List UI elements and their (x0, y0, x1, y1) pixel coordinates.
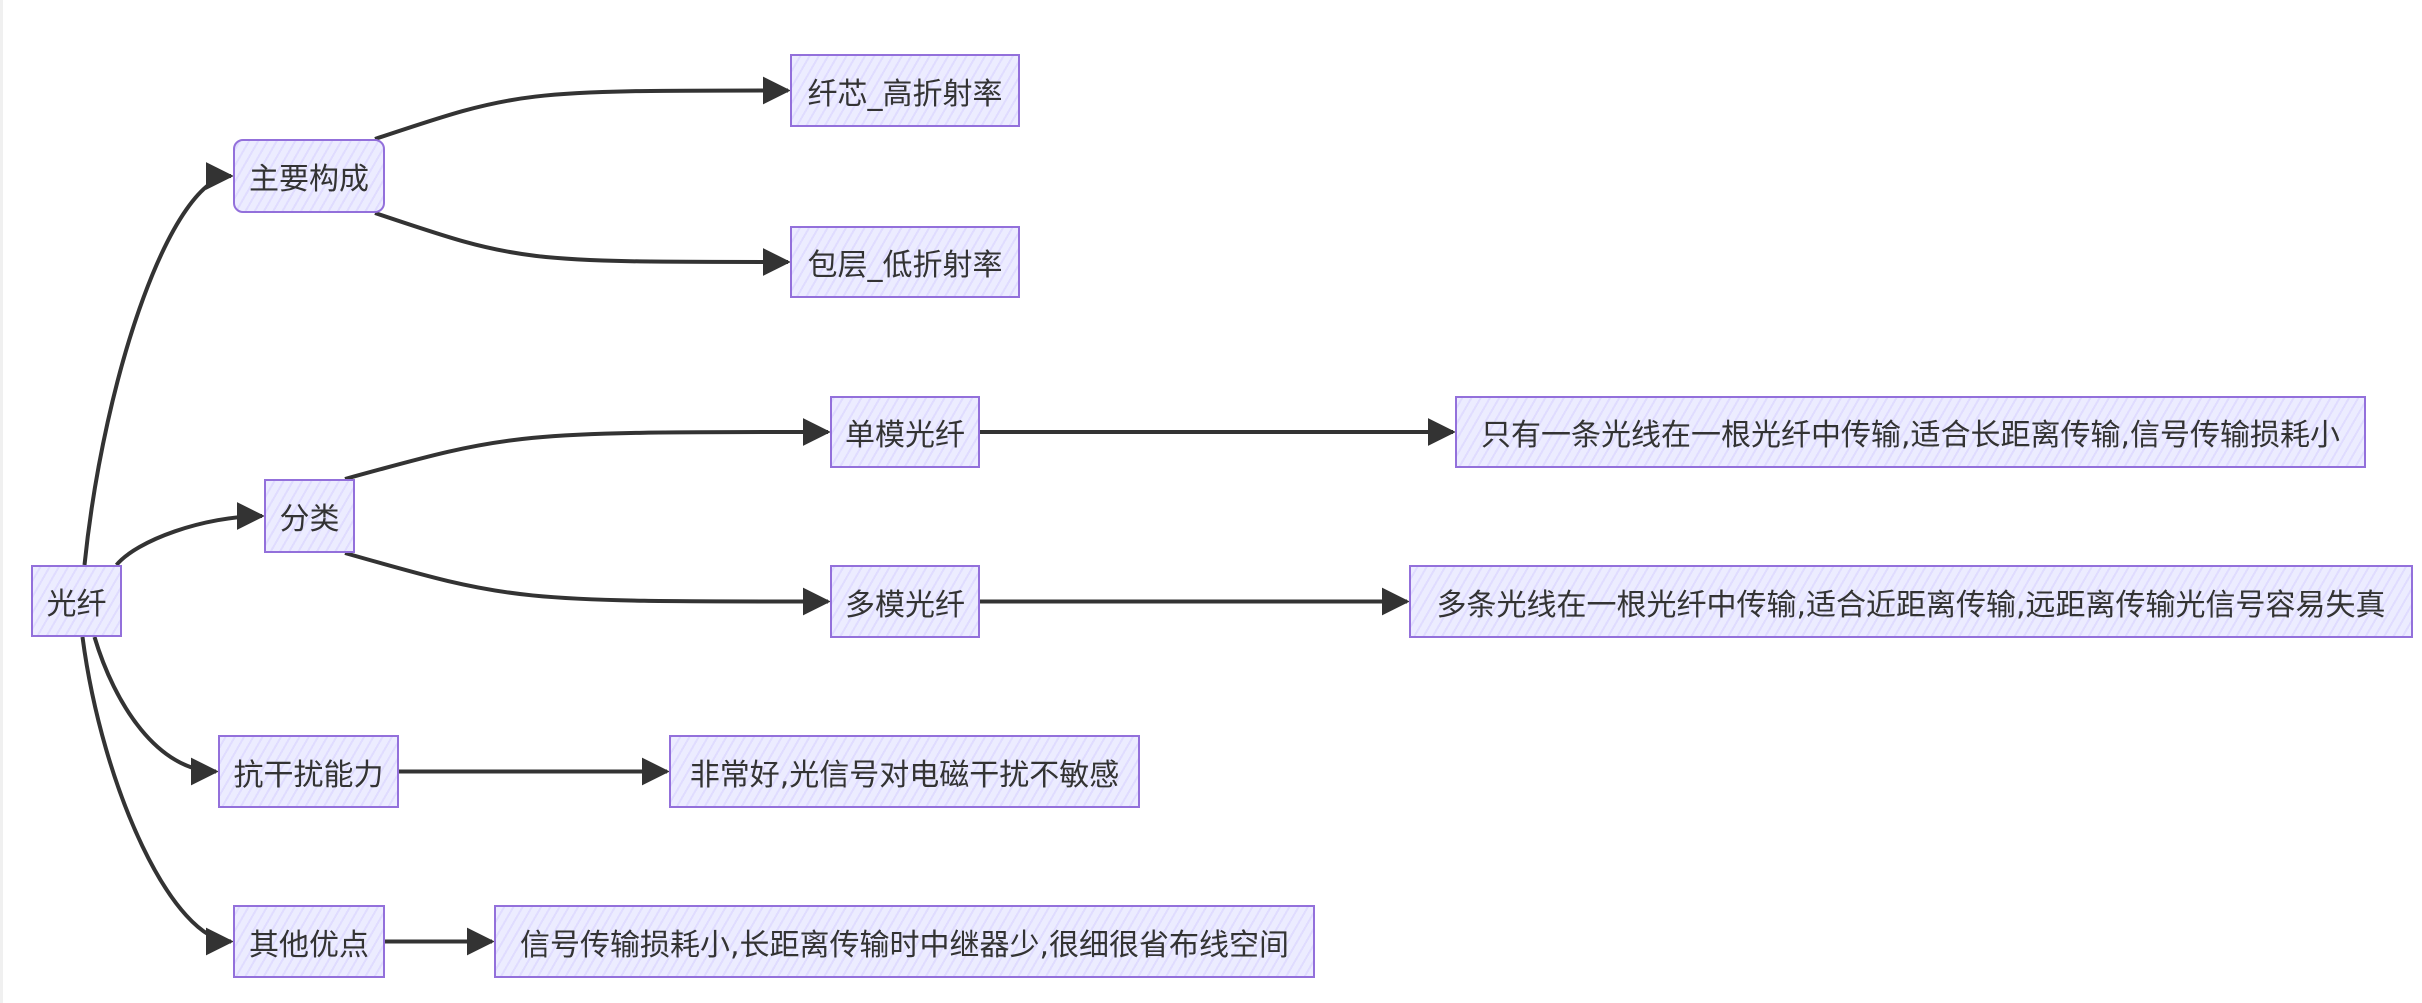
edge-classification-to-multi_mode (344, 551, 831, 616)
edge-classification-to-single_mode (344, 418, 831, 481)
edge-composition-to-core (374, 76, 791, 141)
node-multi-mode[interactable]: 多模光纤 (830, 565, 980, 638)
node-label: 只有一条光线在一根光纤中传输,适合长距离传输,信号传输损耗小 (1480, 418, 2341, 453)
node-label: 主要构成 (249, 162, 369, 197)
node-label: 包层_低折射率 (807, 248, 1003, 283)
node-label: 多模光纤 (845, 587, 965, 623)
edge-root-to-anti_interference (92, 636, 219, 786)
edge-root-to-composition (82, 162, 234, 566)
node-label: 抗干扰能力 (233, 757, 384, 793)
canvas-left-border (0, 0, 3, 1003)
node-anti-interference-desc[interactable]: 非常好,光信号对电磁干扰不敏感 (669, 735, 1140, 808)
node-single-mode-desc[interactable]: 只有一条光线在一根光纤中传输,适合长距离传输,信号传输损耗小 (1455, 396, 2366, 468)
edge-root-to-classification (114, 502, 265, 567)
node-other-advantages-desc[interactable]: 信号传输损耗小,长距离传输时中继器少,很细很省布线空间 (494, 905, 1315, 978)
node-label: 非常好,光信号对电磁干扰不敏感 (689, 757, 1120, 793)
edge-composition-to-cladding (374, 211, 791, 276)
node-composition[interactable]: 主要构成 (233, 139, 385, 213)
edge-root-to-other_advantages (80, 636, 234, 956)
node-cladding[interactable]: 包层_低折射率 (790, 226, 1020, 298)
node-label: 信号传输损耗小,长距离传输时中继器少,很细很省布线空间 (519, 927, 1290, 963)
node-label: 分类 (279, 502, 340, 537)
node-single-mode[interactable]: 单模光纤 (830, 396, 980, 468)
node-label: 光纤 (46, 587, 107, 622)
node-core[interactable]: 纤芯_高折射率 (790, 54, 1020, 127)
node-multi-mode-desc[interactable]: 多条光线在一根光纤中传输,适合近距离传输,远距离传输光信号容易失真 (1409, 565, 2413, 638)
node-label: 多条光线在一根光纤中传输,适合近距离传输,远距离传输光信号容易失真 (1436, 587, 2386, 623)
node-anti-interference[interactable]: 抗干扰能力 (218, 735, 399, 808)
node-label: 单模光纤 (845, 418, 965, 453)
node-classification[interactable]: 分类 (264, 479, 355, 553)
node-label: 纤芯_高折射率 (807, 76, 1003, 112)
node-other-advantages[interactable]: 其他优点 (233, 905, 385, 978)
node-label: 其他优点 (249, 927, 369, 963)
node-root-optical-fiber[interactable]: 光纤 (31, 565, 122, 637)
